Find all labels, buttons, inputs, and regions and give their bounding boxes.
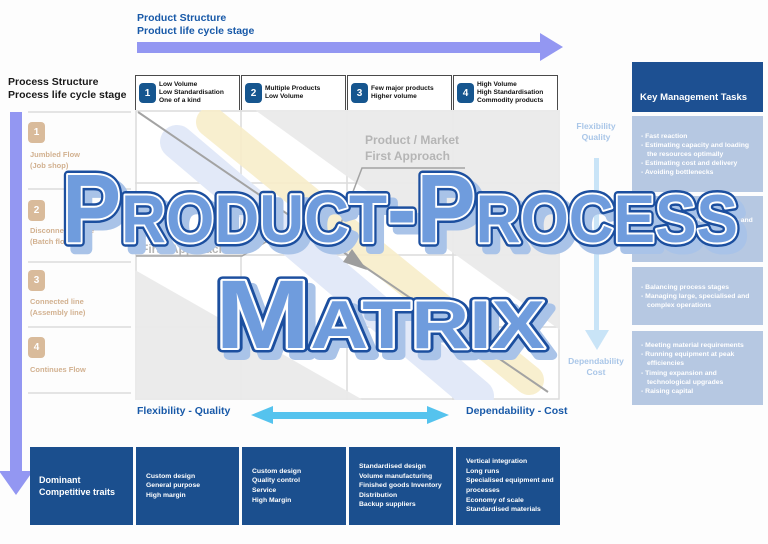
list-item: Custom design: [252, 467, 302, 475]
list-item: Balancing process stages: [638, 283, 760, 292]
list-item: Vertical integration: [466, 458, 528, 466]
tasks-section-1: Fast reactionEstimating capacity and loa…: [632, 116, 763, 192]
row-number-badge: 4: [28, 337, 45, 358]
list-item: Backup suppliers: [359, 501, 416, 509]
list-item: Systematising the processes and methods: [638, 216, 760, 234]
column-label: Multiple Products Low Volume: [265, 84, 321, 100]
flexibility-quality-bottom-label: Flexibility - Quality: [137, 405, 231, 417]
list-item: High Margin: [252, 496, 292, 504]
list-item: Raising capital: [638, 387, 760, 396]
column-header-4: 4 High Volume High Standardisation Commo…: [453, 75, 558, 111]
column-header-1: 1 Low Volume Low Standardisation One of …: [135, 75, 240, 111]
list-item: Avoiding bottlenecks: [638, 168, 760, 177]
row-divider: [28, 326, 131, 328]
row-divider: [28, 392, 131, 394]
list-item: Custom design: [146, 472, 196, 480]
list-item: Volume manufacturing: [359, 472, 433, 480]
row-label: Connected line (Assembly line): [30, 297, 86, 317]
list-item: Finished goods Inventory: [359, 482, 442, 490]
dependability-cost-bottom-label: Dependability - Cost: [466, 405, 568, 417]
row-label: Jumbled Flow (Job shop): [30, 150, 81, 170]
dependability-cost-right-label: Dependability Cost: [568, 356, 624, 378]
tasks-section-3: Balancing process stagesManaging large, …: [632, 267, 763, 325]
quality-cost-arrow: [272, 412, 428, 419]
process-first-callout-line: [136, 221, 301, 257]
row-number-badge: 2: [28, 200, 45, 221]
row-label: Disconnected line (Batch flow): [30, 226, 95, 246]
list-item: Timing expansion and technological upgra…: [638, 369, 760, 387]
tasks-section-2: Systematising the processes and methodsI…: [632, 196, 763, 262]
column-number-badge: 3: [351, 83, 368, 103]
process-first-approach-label: Process First Approach: [141, 226, 226, 256]
list-item: High margin: [146, 491, 186, 499]
column-number-badge: 1: [139, 83, 156, 103]
list-item: Meeting material requirements: [638, 341, 760, 350]
list-item: Economy of scale: [466, 496, 524, 504]
list-item: Fast reaction: [638, 132, 760, 141]
list-item: Standardised design: [359, 463, 426, 471]
product-market-callout-line: [331, 167, 465, 248]
row-divider: [28, 111, 131, 113]
tradeoff-arrow: [594, 158, 599, 330]
list-item: Quality control: [252, 477, 300, 485]
row-divider: [28, 188, 131, 190]
row-divider: [28, 261, 131, 263]
process-structure-axis-label: Process Structure Process life cycle sta…: [8, 76, 127, 102]
matrix-grid: [135, 110, 560, 400]
column-header-3: 3 Few major products Higher volume: [347, 75, 452, 111]
row-number-badge: 3: [28, 270, 45, 291]
arrowhead-right-icon: [427, 406, 449, 424]
column-number-badge: 4: [457, 83, 474, 103]
list-item: Long runs: [466, 467, 500, 475]
list-item: Estimating cost and delivery: [638, 159, 760, 168]
list-item: Standardised materials: [466, 506, 541, 514]
upper-right-region: [255, 110, 560, 330]
list-item: Specialised equipment and processes: [466, 477, 554, 494]
process-axis-arrow: [10, 112, 22, 472]
flexibility-quality-right-label: Flexibility Quality: [576, 121, 616, 143]
list-item: Running equipment at peak efficiencies: [638, 350, 760, 368]
column-label: High Volume High Standardisation Commodi…: [477, 80, 544, 105]
list-item: Improvement initiatives: [638, 234, 760, 243]
key-management-tasks-header: Key Management Tasks: [632, 62, 763, 112]
column-header-2: 2 Multiple Products Low Volume: [241, 75, 346, 111]
diagonal-arrowhead-icon: [343, 249, 367, 270]
product-market-first-approach-label: Product / Market First Approach: [365, 133, 460, 163]
diagonal-ribbon-blue: [160, 125, 494, 400]
list-item: Managing large, specialised and complex …: [638, 292, 760, 310]
diagonal-ribbon-yellow: [196, 110, 544, 395]
dominant-competitive-traits-box: Dominant Competitive traits: [30, 447, 133, 525]
list-item: Service: [252, 487, 277, 494]
product-structure-axis-label: Product Structure Product life cycle sta…: [137, 12, 255, 38]
column-label: Few major products Higher volume: [371, 84, 434, 100]
product-axis-arrowhead-icon: [540, 33, 563, 61]
list-item: Estimating capacity and loading the reso…: [638, 141, 760, 159]
column-number-badge: 2: [245, 83, 262, 103]
list-item: General purpose: [146, 482, 201, 490]
diagonal-line: [137, 111, 549, 393]
lower-left-region: [135, 270, 363, 400]
row-label: Continues Flow: [30, 365, 86, 374]
tasks-section-4: Meeting material requirementsRunning equ…: [632, 331, 763, 405]
list-item: Distribution: [359, 491, 398, 499]
column-label: Low Volume Low Standardisation One of a …: [159, 80, 224, 105]
tradeoff-arrowhead-icon: [585, 330, 609, 350]
row-number-badge: 1: [28, 122, 45, 143]
product-axis-arrow: [137, 42, 541, 53]
arrowhead-left-icon: [251, 406, 273, 424]
process-axis-arrowhead-icon: [0, 471, 33, 495]
